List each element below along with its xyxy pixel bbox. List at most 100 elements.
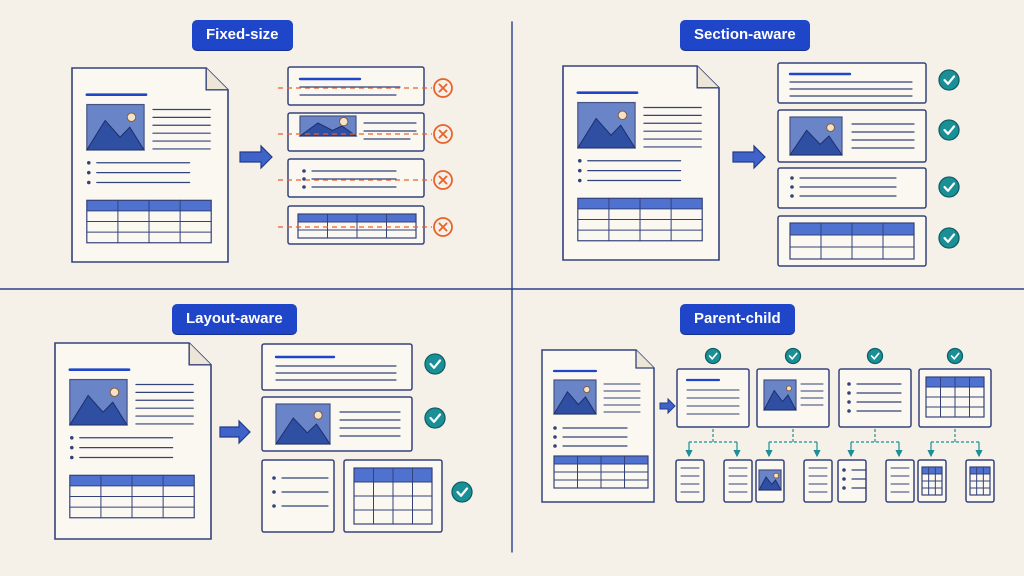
bullet-list — [302, 169, 397, 189]
check-mark — [870, 352, 880, 360]
parent-chunk — [756, 368, 830, 428]
child-box — [803, 459, 833, 503]
check-circle — [938, 176, 960, 198]
parent-chunk — [838, 368, 912, 428]
sun-icon — [826, 123, 835, 133]
table-icon — [69, 474, 195, 519]
bullet-dot — [553, 426, 557, 430]
chunk-box — [261, 343, 413, 391]
sun-icon — [617, 110, 628, 121]
child-chunk — [803, 459, 833, 503]
bullet-dot — [86, 170, 91, 175]
chunk-box — [261, 459, 335, 533]
layout-chunk — [261, 459, 335, 533]
mountain-shape — [85, 119, 145, 151]
flow-arrow — [239, 144, 273, 170]
table-icon — [86, 199, 212, 244]
child-chunk — [675, 459, 705, 503]
parent-chunk — [918, 368, 992, 428]
table-header — [922, 467, 942, 474]
bullet-dot — [577, 178, 582, 183]
bullet-dot — [272, 476, 276, 480]
child-chunk — [755, 459, 785, 503]
check-icon — [451, 481, 473, 503]
bullet-dot — [577, 158, 582, 163]
bullet-dot — [847, 409, 851, 413]
parent-child-title: Parent-child — [680, 304, 795, 334]
chunk-box — [777, 62, 927, 104]
layout-chunk — [261, 396, 413, 452]
mountain-shape — [763, 389, 797, 411]
image-icon — [576, 101, 636, 149]
check-circle — [866, 347, 884, 365]
table-icon — [353, 467, 433, 525]
child-box — [675, 459, 705, 503]
bullet-list — [86, 160, 191, 185]
check-circle — [424, 353, 446, 375]
child-box — [837, 459, 867, 503]
parent-box — [838, 368, 912, 428]
check-icon — [938, 119, 960, 141]
page-outline — [562, 65, 720, 261]
image-icon — [85, 103, 145, 151]
bullet-dot — [302, 177, 306, 181]
bullet-dot — [842, 477, 846, 481]
layout-chunk — [261, 343, 413, 391]
bullet-dot — [86, 180, 91, 185]
bullet-dot — [790, 176, 794, 180]
child-chunk — [917, 459, 947, 503]
bullet-dot — [69, 435, 74, 440]
check-icon — [424, 353, 446, 375]
child-chunk — [885, 459, 915, 503]
layout-aware-title: Layout-aware — [172, 304, 297, 334]
bullet-dot — [790, 194, 794, 198]
bullet-dot — [790, 185, 794, 189]
tree-connector — [927, 429, 983, 458]
check-circle — [938, 119, 960, 141]
folded-corner — [696, 66, 719, 89]
table-icon — [577, 197, 703, 242]
check-icon — [938, 69, 960, 91]
section-chunk — [777, 109, 927, 163]
check-mark — [788, 352, 798, 360]
section-chunk — [777, 215, 927, 267]
check-icon — [946, 347, 964, 365]
check-icon — [866, 347, 884, 365]
bullet-dot — [86, 160, 91, 165]
chunk-box — [287, 158, 425, 198]
table-icon — [969, 466, 991, 496]
child-chunk — [837, 459, 867, 503]
mountain-shape — [789, 129, 843, 156]
image-icon — [298, 115, 358, 137]
cross-stroke — [438, 222, 448, 232]
cross-icon — [433, 217, 453, 237]
check-mark — [456, 487, 469, 497]
cross-circle — [433, 217, 453, 237]
check-circle — [424, 407, 446, 429]
sun-icon — [583, 385, 591, 394]
cross-icon — [433, 170, 453, 190]
bullet-list — [69, 435, 174, 460]
chunk-box — [777, 167, 927, 209]
bullet-dot — [69, 455, 74, 460]
bullet-dot — [842, 486, 846, 490]
check-icon — [938, 227, 960, 249]
bullet-list — [847, 382, 902, 413]
fixed-size-title: Fixed-size — [192, 20, 293, 50]
section-chunk — [777, 167, 927, 209]
image-icon — [68, 378, 128, 426]
parent-chunk — [676, 368, 750, 428]
mountain-shape — [553, 391, 597, 415]
tree-connector — [765, 429, 821, 458]
sun-icon — [126, 112, 137, 123]
child-chunk — [723, 459, 753, 503]
bullet-dot — [553, 435, 557, 439]
bullet-dot — [302, 185, 306, 189]
flow-arrow — [732, 144, 766, 170]
fixed-chunk — [278, 205, 432, 245]
bullet-list — [553, 426, 628, 448]
bullet-dot — [302, 169, 306, 173]
bullet-list — [272, 476, 329, 508]
bullet-list — [790, 176, 897, 198]
